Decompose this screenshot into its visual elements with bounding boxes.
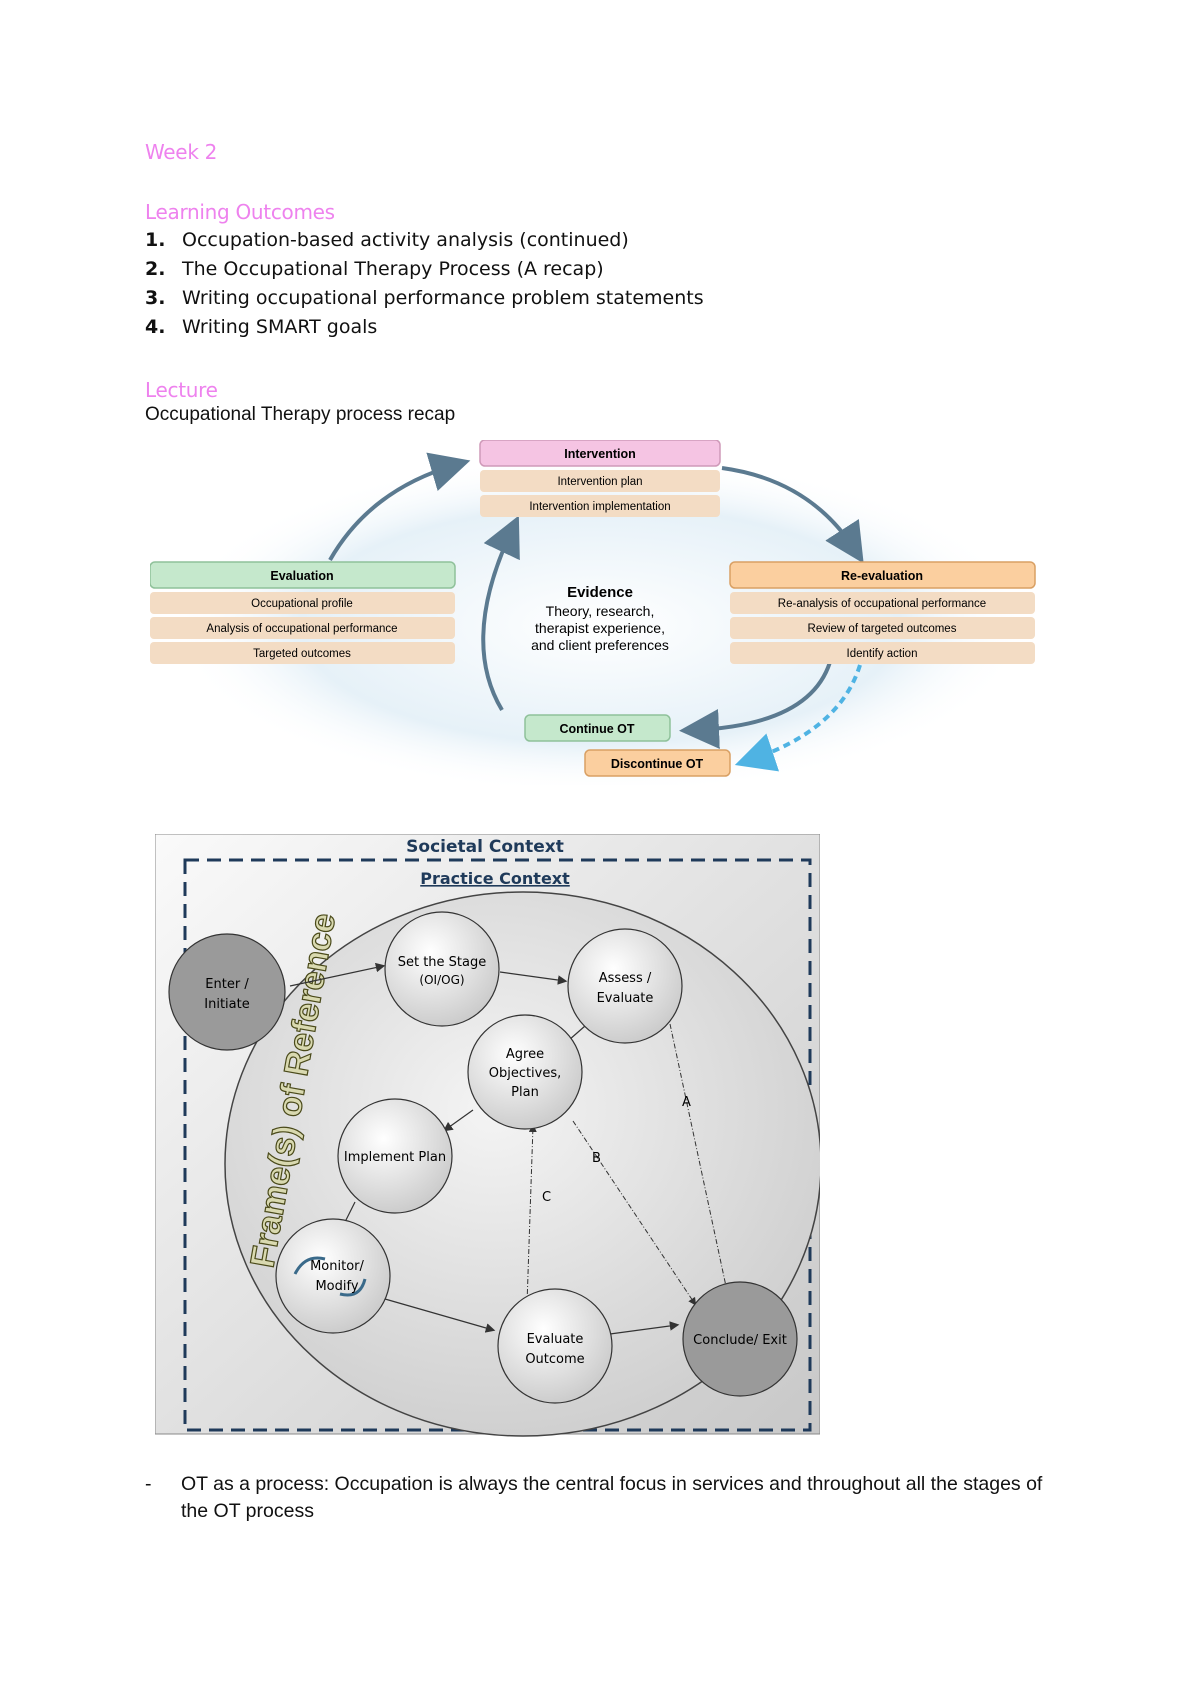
discontinue-ot-box: Discontinue OT xyxy=(584,749,731,777)
svg-text:Objectives,: Objectives, xyxy=(489,1066,562,1081)
evidence-title: Evidence xyxy=(567,584,633,601)
evaluation-item: Occupational profile xyxy=(251,598,353,610)
intervention-title: Intervention xyxy=(564,447,636,461)
intervention-item: Intervention implementation xyxy=(529,501,670,513)
path-label-b: B xyxy=(592,1151,601,1166)
evidence-line: and client preferences xyxy=(531,637,669,653)
enter-initiate-node: Enter / Initiate xyxy=(168,933,286,1051)
bullet-point: - OT as a process: Occupation is always … xyxy=(145,1471,1045,1525)
conclude-exit-node: Conclude/ Exit xyxy=(682,1281,798,1397)
intervention-item: Intervention plan xyxy=(557,476,642,488)
societal-context-label: Societal Context xyxy=(406,837,564,857)
reevaluation-box: Re-evaluation Re-analysis of occupationa… xyxy=(729,561,1036,664)
svg-text:Discontinue OT: Discontinue OT xyxy=(611,757,704,771)
svg-text:Continue OT: Continue OT xyxy=(560,722,635,736)
evaluation-box: Evaluation Occupational profile Analysis… xyxy=(150,561,456,664)
practice-context-label: Practice Context xyxy=(420,869,570,888)
svg-text:Implement Plan: Implement Plan xyxy=(344,1150,446,1165)
assess-evaluate-node: Assess / Evaluate xyxy=(567,928,683,1044)
ot-cycle-diagram: Intervention Intervention plan Intervent… xyxy=(150,440,1036,785)
path-label-a: A xyxy=(682,1095,691,1110)
set-the-stage-node: Set the Stage (OI/OG) xyxy=(384,911,500,1027)
path-label-c: C xyxy=(542,1190,551,1205)
background-glow xyxy=(170,455,1030,785)
bullet-text: OT as a process: Occupation is always th… xyxy=(181,1473,1043,1522)
list-item: 2.The Occupational Therapy Process (A re… xyxy=(145,258,604,280)
intervention-box: Intervention Intervention plan Intervent… xyxy=(479,440,721,517)
implement-plan-node: Implement Plan xyxy=(337,1098,453,1214)
arrow-evaluation-to-intervention xyxy=(328,452,471,561)
outcomes-heading: Learning Outcomes xyxy=(145,200,335,224)
evidence-line: Theory, research, xyxy=(546,603,655,619)
svg-text:Assess /: Assess / xyxy=(599,971,652,986)
evaluation-item: Targeted outcomes xyxy=(253,648,351,660)
arrow-intervention-to-reevaluation xyxy=(721,466,864,564)
ot-process-diagram: Societal Context Practice Context Frame(… xyxy=(155,834,820,1437)
svg-text:Conclude/ Exit: Conclude/ Exit xyxy=(693,1333,787,1348)
svg-text:Set the Stage: Set the Stage xyxy=(398,955,487,970)
svg-text:Initiate: Initiate xyxy=(204,997,249,1012)
svg-text:Evaluate: Evaluate xyxy=(527,1332,584,1347)
arrow-reevaluation-to-discontinue xyxy=(734,664,862,772)
svg-text:(OI/OG): (OI/OG) xyxy=(419,973,464,987)
reevaluation-title: Re-evaluation xyxy=(841,569,923,583)
evaluation-title: Evaluation xyxy=(270,569,333,583)
arrow-continue-to-intervention xyxy=(481,515,520,712)
list-item: 4.Writing SMART goals xyxy=(145,316,378,338)
reevaluation-item: Re-analysis of occupational performance xyxy=(778,598,986,610)
arrow-reevaluation-to-continue xyxy=(679,661,832,749)
outcomes-list: 1.Occupation-based activity analysis (co… xyxy=(145,226,704,342)
evaluation-item: Analysis of occupational performance xyxy=(206,623,397,635)
svg-text:Enter /: Enter / xyxy=(205,977,249,992)
lecture-caption: Occupational Therapy process recap xyxy=(145,404,456,425)
svg-text:Modify: Modify xyxy=(315,1279,358,1294)
reevaluation-item: Review of targeted outcomes xyxy=(808,623,957,635)
week-heading: Week 2 xyxy=(145,140,218,164)
lecture-heading: Lecture xyxy=(145,378,218,402)
evaluate-outcome-node: Evaluate Outcome xyxy=(497,1288,613,1404)
svg-text:Monitor/: Monitor/ xyxy=(310,1259,364,1274)
evidence-block: Evidence Theory, research, therapist exp… xyxy=(531,584,669,653)
list-item: 1.Occupation-based activity analysis (co… xyxy=(145,229,629,251)
monitor-modify-node: Monitor/ Modify xyxy=(275,1218,391,1334)
reevaluation-item: Identify action xyxy=(847,648,918,660)
list-item: 3.Writing occupational performance probl… xyxy=(145,287,704,309)
agree-objectives-node: Agree Objectives, Plan xyxy=(467,1014,583,1130)
svg-text:Evaluate: Evaluate xyxy=(597,991,654,1006)
continue-ot-box: Continue OT xyxy=(524,714,671,742)
svg-text:Outcome: Outcome xyxy=(525,1352,584,1367)
svg-text:Plan: Plan xyxy=(511,1085,539,1100)
svg-text:Agree: Agree xyxy=(506,1047,544,1062)
evidence-line: therapist experience, xyxy=(535,620,665,636)
